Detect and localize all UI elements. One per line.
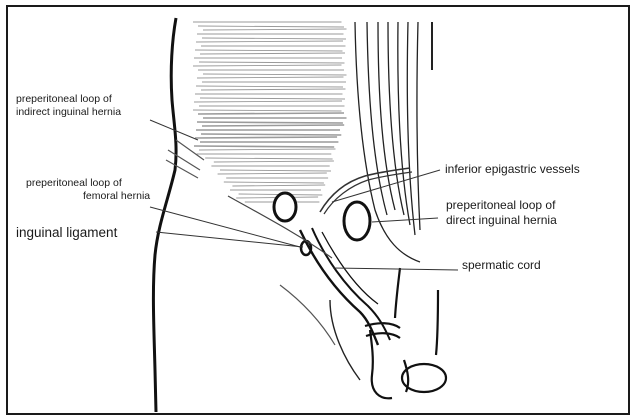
hatch-stroke [200, 98, 345, 99]
hatch-stroke [232, 185, 325, 186]
hatch-stroke [193, 110, 342, 111]
hatch-stroke [199, 62, 345, 63]
label-direct-inguinal-hernia: preperitoneal loop of direct inguinal he… [446, 198, 557, 228]
label-inferior-epigastric-vessels: inferior epigastric vessels [445, 162, 580, 177]
hatch-stroke [195, 137, 337, 138]
hatch-stroke [203, 29, 347, 30]
hatch-stroke [194, 101, 342, 102]
hatch-stroke [197, 77, 344, 78]
hatch-stroke [200, 53, 345, 54]
hatch-stroke [220, 170, 331, 171]
label-direct-line2: direct inguinal hernia [446, 213, 557, 228]
label-femoral-line1: preperitoneal loop of [26, 177, 150, 190]
label-indirect-inguinal-hernia: preperitoneal loop of indirect inguinal … [16, 93, 121, 119]
hatch-stroke [202, 125, 344, 126]
hatch-stroke [202, 38, 346, 39]
indirect-hernia-loop [274, 193, 296, 221]
label-spermatic-cord: spermatic cord [462, 258, 541, 273]
hatch-stroke [198, 26, 344, 27]
hatch-stroke [214, 161, 334, 162]
label-femoral-hernia: preperitoneal loop of femoral hernia [26, 177, 150, 203]
label-femoral-line2: femoral hernia [26, 190, 150, 203]
label-indirect-line1: preperitoneal loop of [16, 93, 121, 106]
hatch-stroke [199, 149, 336, 150]
label-inguinal-ligament: inguinal ligament [16, 225, 117, 242]
direct-hernia-loop [344, 202, 370, 240]
label-indirect-line2: indirect inguinal hernia [16, 106, 121, 119]
hatch-stroke [218, 173, 327, 174]
hatch-stroke [196, 86, 343, 87]
left-body-contour [153, 18, 176, 412]
hatch-stroke [197, 122, 343, 123]
thigh-contour [280, 285, 335, 345]
hatch-stroke [201, 89, 346, 90]
hatch-stroke [203, 74, 347, 75]
hatch-stroke [194, 146, 334, 147]
hatch-stroke [196, 41, 343, 42]
abdominal-wall-hatching [193, 22, 347, 202]
label-direct-line1: preperitoneal loop of [446, 198, 557, 213]
hatch-stroke [201, 134, 341, 135]
hatch-stroke [198, 113, 344, 114]
scrotum-outline [330, 300, 360, 380]
hatch-stroke [195, 50, 343, 51]
hatch-stroke [224, 182, 324, 183]
hatch-stroke [193, 65, 342, 66]
genitalia-drawing [365, 268, 446, 398]
hatch-stroke [205, 158, 332, 159]
